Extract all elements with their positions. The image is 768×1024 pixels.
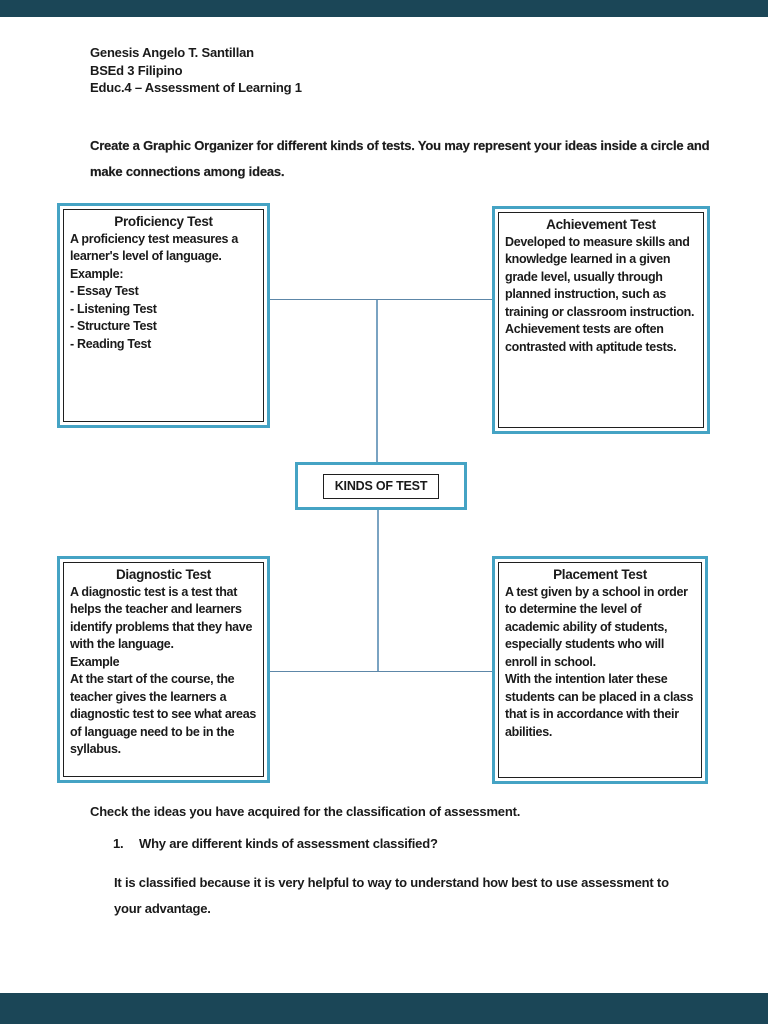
viewer-bottom-bar: [0, 993, 768, 1024]
followup-question: 1. Why are different kinds of assessment …: [113, 836, 713, 851]
kinds-of-test-label: KINDS OF TEST: [322, 473, 440, 499]
kinds-of-test-node: KINDS OF TEST: [295, 462, 467, 510]
connector-top-vertical: [376, 300, 378, 462]
placement-test-box-inner: Placement Test A test given by a school …: [498, 562, 702, 778]
instruction-text: Create a Graphic Organizer for different…: [90, 138, 710, 179]
achievement-test-box: Achievement Test Developed to measure sk…: [492, 206, 710, 434]
achievement-test-body: Developed to measure skills and knowledg…: [505, 234, 695, 354]
achievement-test-title: Achievement Test: [546, 217, 656, 232]
diagnostic-test-body: A diagnostic test is a test that helps t…: [70, 584, 256, 757]
proficiency-test-body: A proficiency test measures a learner's …: [70, 231, 238, 351]
author-name: Genesis Angelo T. Santillan: [90, 45, 254, 60]
viewer-top-bar: [0, 0, 768, 17]
proficiency-test-box-inner: Proficiency Test A proficiency test meas…: [63, 209, 264, 422]
followup-prompt: Check the ideas you have acquired for th…: [90, 804, 521, 819]
followup-answer: It is classified because it is very help…: [114, 875, 669, 916]
author-block: Genesis Angelo T. Santillan BSEd 3 Filip…: [90, 44, 302, 97]
placement-test-body: A test given by a school in order to det…: [505, 584, 694, 739]
connector-bottom-vertical: [377, 510, 379, 671]
connector-top-horizontal: [270, 299, 492, 301]
diagnostic-test-title: Diagnostic Test: [115, 567, 212, 582]
proficiency-test-box: Proficiency Test A proficiency test meas…: [57, 203, 270, 428]
diagnostic-test-box-inner: Diagnostic Test A diagnostic test is a t…: [63, 562, 264, 777]
placement-test-title: Placement Test: [553, 567, 647, 582]
question-text: Why are different kinds of assessment cl…: [139, 836, 438, 851]
author-subject: Educ.4 – Assessment of Learning 1: [90, 80, 302, 95]
proficiency-test-title: Proficiency Test: [114, 214, 213, 229]
diagnostic-test-box: Diagnostic Test A diagnostic test is a t…: [57, 556, 270, 783]
question-number: 1.: [113, 836, 124, 851]
placement-test-box: Placement Test A test given by a school …: [492, 556, 708, 784]
achievement-test-box-inner: Achievement Test Developed to measure sk…: [498, 212, 704, 428]
author-course: BSEd 3 Filipino: [90, 62, 183, 78]
connector-bottom-horizontal: [270, 671, 492, 673]
